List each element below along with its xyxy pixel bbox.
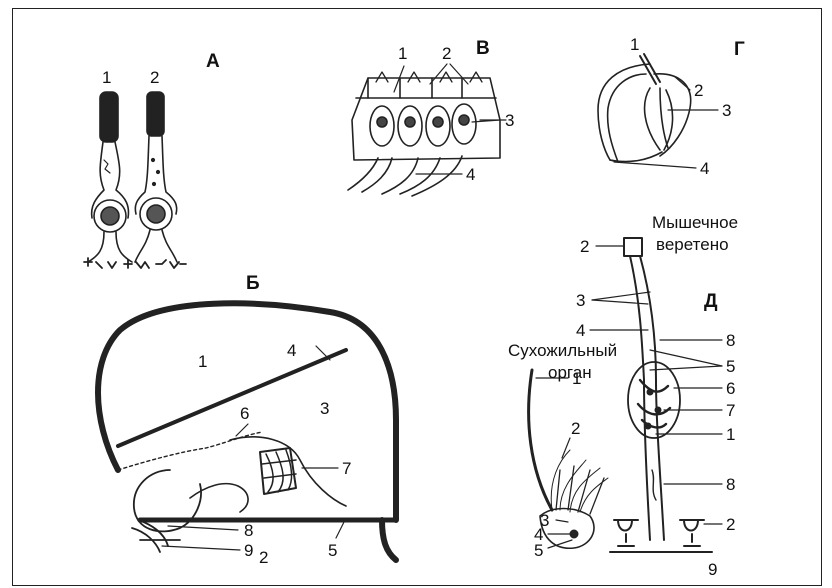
caption-muscle-spindle-2: веретено [656,235,729,254]
panel-letter-g: Г [734,39,745,60]
panel-letter-v: В [476,38,490,59]
label-g-3: 3 [722,101,731,120]
label-d-spindle-8a: 8 [726,331,735,350]
panel-letter-a: А [206,51,220,72]
label-a-1: 1 [102,68,111,87]
label-g-2: 2 [694,81,703,100]
label-b-3: 3 [320,399,329,418]
panel-letter-b: Б [246,273,260,294]
label-b-5: 5 [328,541,337,560]
panel-g-illustration [598,54,691,162]
label-d-spindle-7: 7 [726,401,735,420]
label-v-3: 3 [505,111,514,130]
panel-v-illustration [348,72,506,196]
label-d-tendon-5: 5 [534,541,543,560]
label-b-1: 1 [198,352,207,371]
label-b-7: 7 [342,459,351,478]
label-b-6: 6 [240,404,249,423]
label-v-2: 2 [442,44,451,63]
caption-tendon-organ-1: Сухожильный [508,341,617,360]
label-g-4: 4 [700,159,709,178]
panel-d-illustration [529,238,712,552]
label-d-spindle-3: 3 [576,291,585,310]
label-d-spindle-6: 6 [726,379,735,398]
label-d-spindle-1: 1 [726,425,735,444]
label-g-1: 1 [630,35,639,54]
label-b-9: 9 [244,541,253,560]
label-d-spindle-4: 4 [576,321,585,340]
label-d-spindle-2-bottom: 2 [726,515,735,534]
panel-letter-d: Д [704,291,718,312]
label-v-4: 4 [466,165,475,184]
label-d-spindle-5: 5 [726,357,735,376]
caption-muscle-spindle-1: Мышечное [652,213,738,232]
label-d-tendon-1: 1 [572,369,581,388]
caption-tendon-organ-2: орган [548,363,592,382]
panel-a-illustration [84,92,186,268]
label-d-spindle-9: 9 [708,560,717,579]
label-b-2: 2 [259,548,268,567]
label-v-1: 1 [398,44,407,63]
label-d-tendon-2: 2 [571,419,580,438]
label-a-2: 2 [150,68,159,87]
label-d-spindle-2-top: 2 [580,237,589,256]
cone-outer-segment [147,92,164,136]
label-d-spindle-8b: 8 [726,475,735,494]
label-b-8: 8 [244,521,253,540]
rod-outer-segment [100,92,118,142]
label-b-4: 4 [287,341,296,360]
